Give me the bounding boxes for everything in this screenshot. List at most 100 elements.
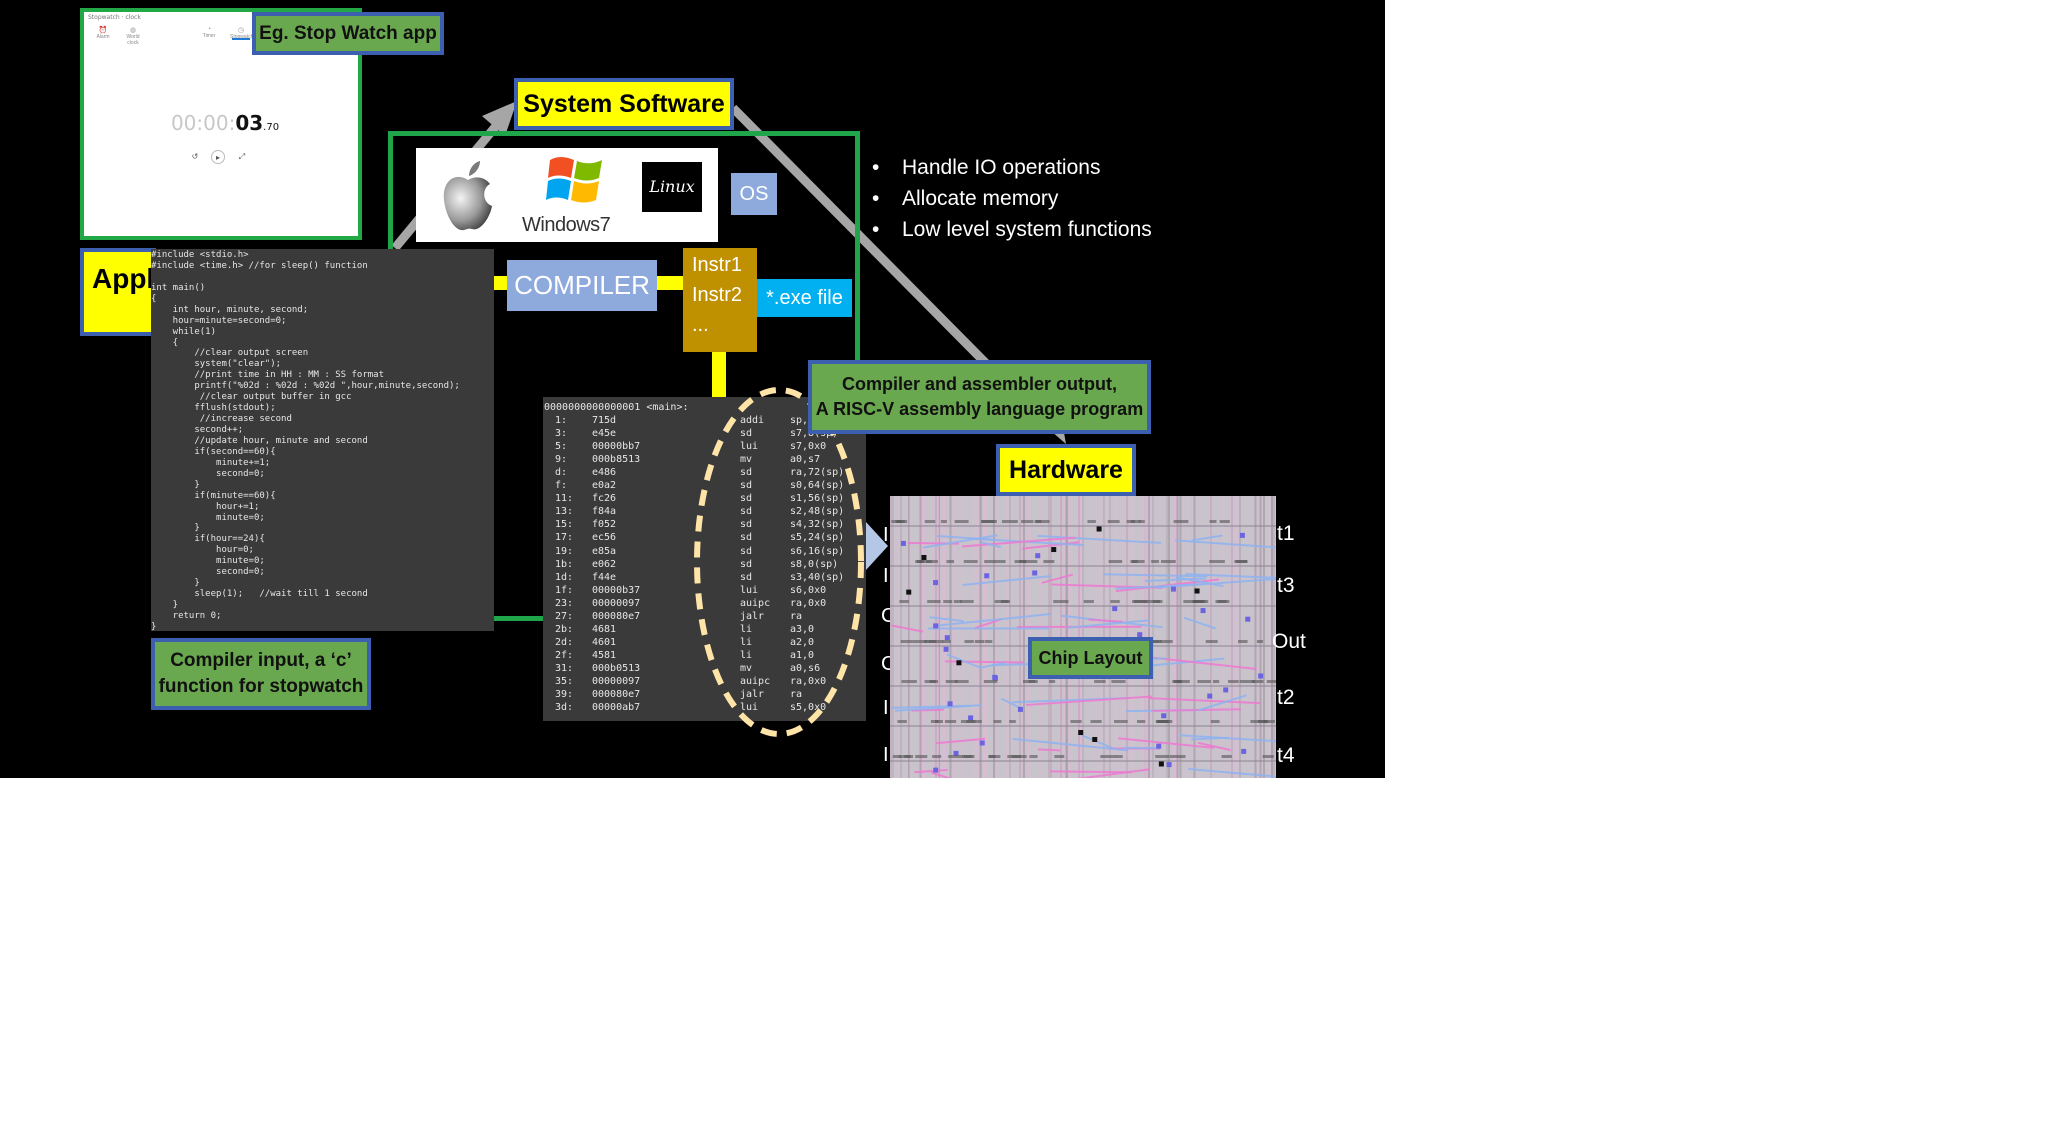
- assembly-opcode: sd: [740, 545, 753, 557]
- c-source-line: return 0;: [151, 610, 222, 621]
- assembly-opcode: sd: [740, 493, 753, 505]
- c-source-line: hour=minute=second=0;: [151, 315, 287, 326]
- chip-left-pin: I: [883, 744, 889, 766]
- c-source-line: }: [151, 578, 200, 589]
- chip-left-pin: I: [883, 565, 889, 587]
- assembly-hex: 00000b37: [592, 584, 641, 596]
- assembly-address: 19:: [555, 545, 574, 557]
- os-function-item: Low level system functions: [870, 214, 1290, 245]
- stopwatch-tab-world-clock[interactable]: ◍World clock: [122, 26, 144, 46]
- c-source-line: second=0;: [151, 567, 265, 578]
- c-source-line: [151, 272, 494, 283]
- c-source-line: system("clear");: [151, 359, 282, 370]
- stopwatch-tab-stopwatch[interactable]: ◷Stopwatch: [230, 27, 254, 40]
- assembly-hex: 000b0513: [592, 662, 641, 674]
- assembly-operands: sp,sp: [790, 415, 821, 427]
- assembler-output-label-line2: A RISC-V assembly language program: [815, 399, 1144, 419]
- assembly-operands: s3,40(sp): [790, 571, 845, 583]
- assembly-hex: e45e: [592, 428, 617, 440]
- assembly-address: 3:: [555, 428, 568, 440]
- assembly-operands: s5,24(sp): [790, 532, 845, 544]
- play-icon[interactable]: ▸: [211, 150, 225, 164]
- assembly-operands: a0,s6: [790, 662, 821, 674]
- compiler-input-label-line1: Compiler input, a ‘c’: [170, 650, 352, 671]
- time-fraction: .70: [263, 122, 280, 133]
- slide-canvas: Stopwatch · clock ⏰Alarm ◍World clock ◔T…: [0, 0, 1385, 778]
- instruction-item: Instr2: [692, 284, 743, 306]
- reset-icon[interactable]: ↺: [191, 152, 199, 161]
- windows-logo-icon: [546, 157, 602, 203]
- os-function-list: Handle IO operations Allocate memory Low…: [870, 152, 1290, 245]
- hardware-label: Hardware: [996, 444, 1136, 496]
- assembly-address: 9:: [555, 454, 568, 466]
- c-source-line: int main(): [151, 282, 206, 293]
- assembly-opcode: sd: [740, 558, 753, 570]
- assembly-hex: 00000097: [592, 597, 641, 609]
- c-source-line: printf("%02d : %02d : %02d ",hour,minute…: [151, 381, 460, 392]
- stopwatch-tab-alarm[interactable]: ⏰Alarm: [92, 26, 114, 40]
- assembly-address: 13:: [555, 506, 574, 518]
- assembly-operands: s7,0x0: [790, 441, 827, 453]
- assembly-opcode: mv: [740, 662, 753, 674]
- apple-logo-icon: [443, 161, 492, 231]
- assembly-operands: a3,0: [790, 623, 815, 635]
- c-source-line: fflush(stdout);: [151, 403, 276, 414]
- assembler-output-label: Compiler and assembler output, A RISC-V …: [808, 360, 1151, 434]
- c-source-line: hour+=1;: [151, 501, 260, 512]
- connector-instr-to-asm: [712, 352, 726, 398]
- assembly-opcode: sd: [740, 506, 753, 518]
- assembly-address: 2d:: [555, 636, 574, 648]
- assembly-opcode: lui: [740, 441, 759, 453]
- expand-icon[interactable]: ⤢: [238, 152, 246, 161]
- assembly-opcode: sd: [740, 519, 753, 531]
- example-label: Eg. Stop Watch app: [252, 12, 444, 55]
- c-source-line: minute+=1;: [151, 457, 271, 468]
- stopwatch-tab-timer[interactable]: ◔Timer: [198, 26, 220, 39]
- assembly-hex: 000b8513: [592, 454, 641, 466]
- application-label: Application: [80, 248, 156, 336]
- assembly-operands: ra: [790, 610, 803, 622]
- assembly-operands: a0,s7: [790, 454, 821, 466]
- assembly-address: 2f:: [555, 649, 574, 661]
- assembly-opcode: addi: [740, 415, 765, 427]
- c-source-line: sleep(1); //wait till 1 second: [151, 589, 368, 600]
- assembly-operands: s1,56(sp): [790, 493, 845, 505]
- assembly-opcode: sd: [740, 428, 753, 440]
- assembly-operands: ra: [790, 689, 803, 701]
- c-source-line: second=0;: [151, 468, 265, 479]
- assembly-hex: ec56: [592, 532, 617, 544]
- c-source-line: #include <time.h> //for sleep() function: [151, 260, 368, 271]
- assembly-operands: a2,0: [790, 636, 815, 648]
- c-source-line: second++;: [151, 425, 244, 435]
- assembly-address: f:: [555, 480, 568, 492]
- os-function-item: Handle IO operations: [870, 152, 1290, 183]
- assembly-address: 1f:: [555, 584, 574, 596]
- assembly-hex: 4681: [592, 623, 617, 635]
- assembly-opcode: sd: [740, 480, 753, 492]
- chip-pin-t1: t1: [1277, 522, 1295, 545]
- c-source-line: //print time in HH : MM : SS format: [151, 370, 384, 381]
- assembly-address: 35:: [555, 675, 574, 687]
- assembly-hex: 715d: [592, 415, 617, 427]
- assembly-opcode: lui: [740, 584, 759, 596]
- assembly-address: 27:: [555, 610, 574, 622]
- assembly-opcode: jalr: [740, 689, 765, 701]
- c-source-line: if(minute==60){: [151, 490, 276, 501]
- assembly-header: 0000000000000001 <main>:: [544, 402, 689, 413]
- c-source-line: //clear output screen: [151, 348, 309, 359]
- compiler-box: COMPILER: [507, 260, 657, 311]
